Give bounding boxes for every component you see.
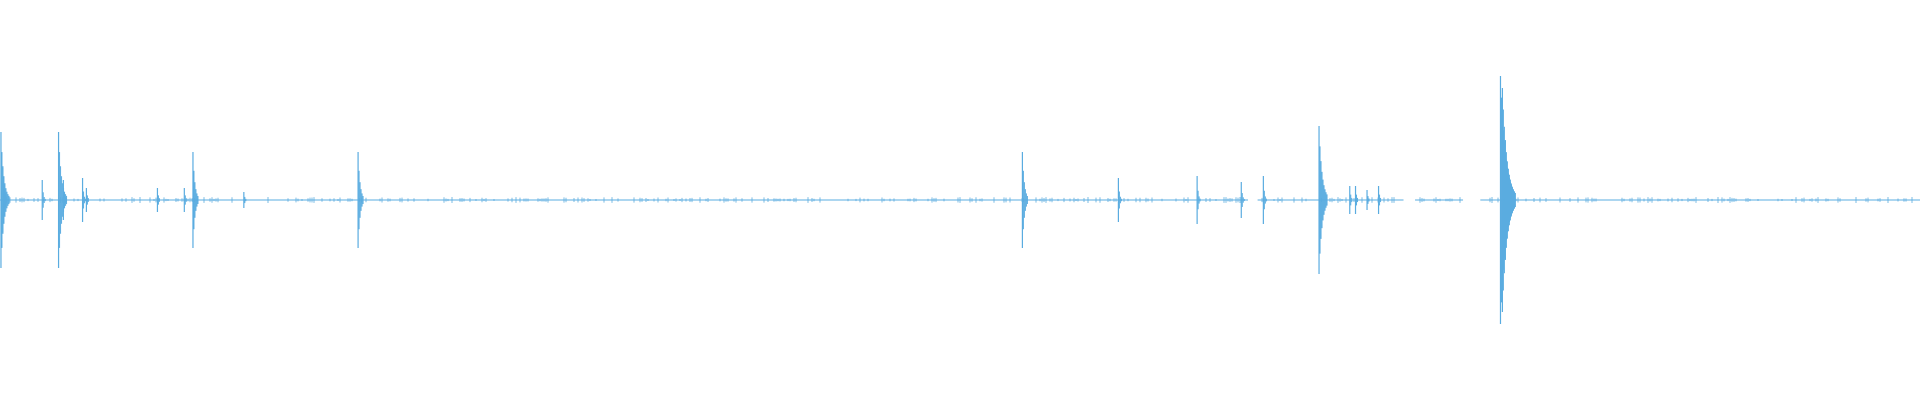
waveform-peak <box>1240 182 1245 218</box>
waveform-peak <box>357 152 364 248</box>
waveform-peak <box>156 188 160 212</box>
waveform-peak <box>1354 186 1359 214</box>
waveform-peaks <box>0 76 1920 324</box>
waveform-peak <box>1366 190 1370 210</box>
waveform-peak <box>62 180 67 220</box>
waveform-peak <box>41 180 46 220</box>
waveform-baseline-segment <box>1257 199 1404 201</box>
waveform-peak <box>1377 186 1382 214</box>
waveform-peak <box>1117 178 1122 222</box>
waveform-baseline-segment <box>1480 199 1920 201</box>
waveform-peak <box>2 168 7 232</box>
waveform-baseline-segment <box>0 199 1248 201</box>
waveform-peak <box>1318 126 1328 274</box>
waveform-peak <box>192 152 199 248</box>
waveform-peak <box>1196 176 1201 224</box>
waveform-peak <box>1262 176 1267 224</box>
waveform-peak <box>183 188 187 212</box>
waveform-baseline-segment <box>1415 199 1464 201</box>
waveform-peak <box>85 188 89 212</box>
waveform-peak <box>1349 186 1353 214</box>
waveform-peak <box>1504 140 1513 260</box>
waveform-peak <box>1021 152 1028 248</box>
waveform-peak <box>81 178 87 222</box>
waveform-peak <box>243 192 247 208</box>
